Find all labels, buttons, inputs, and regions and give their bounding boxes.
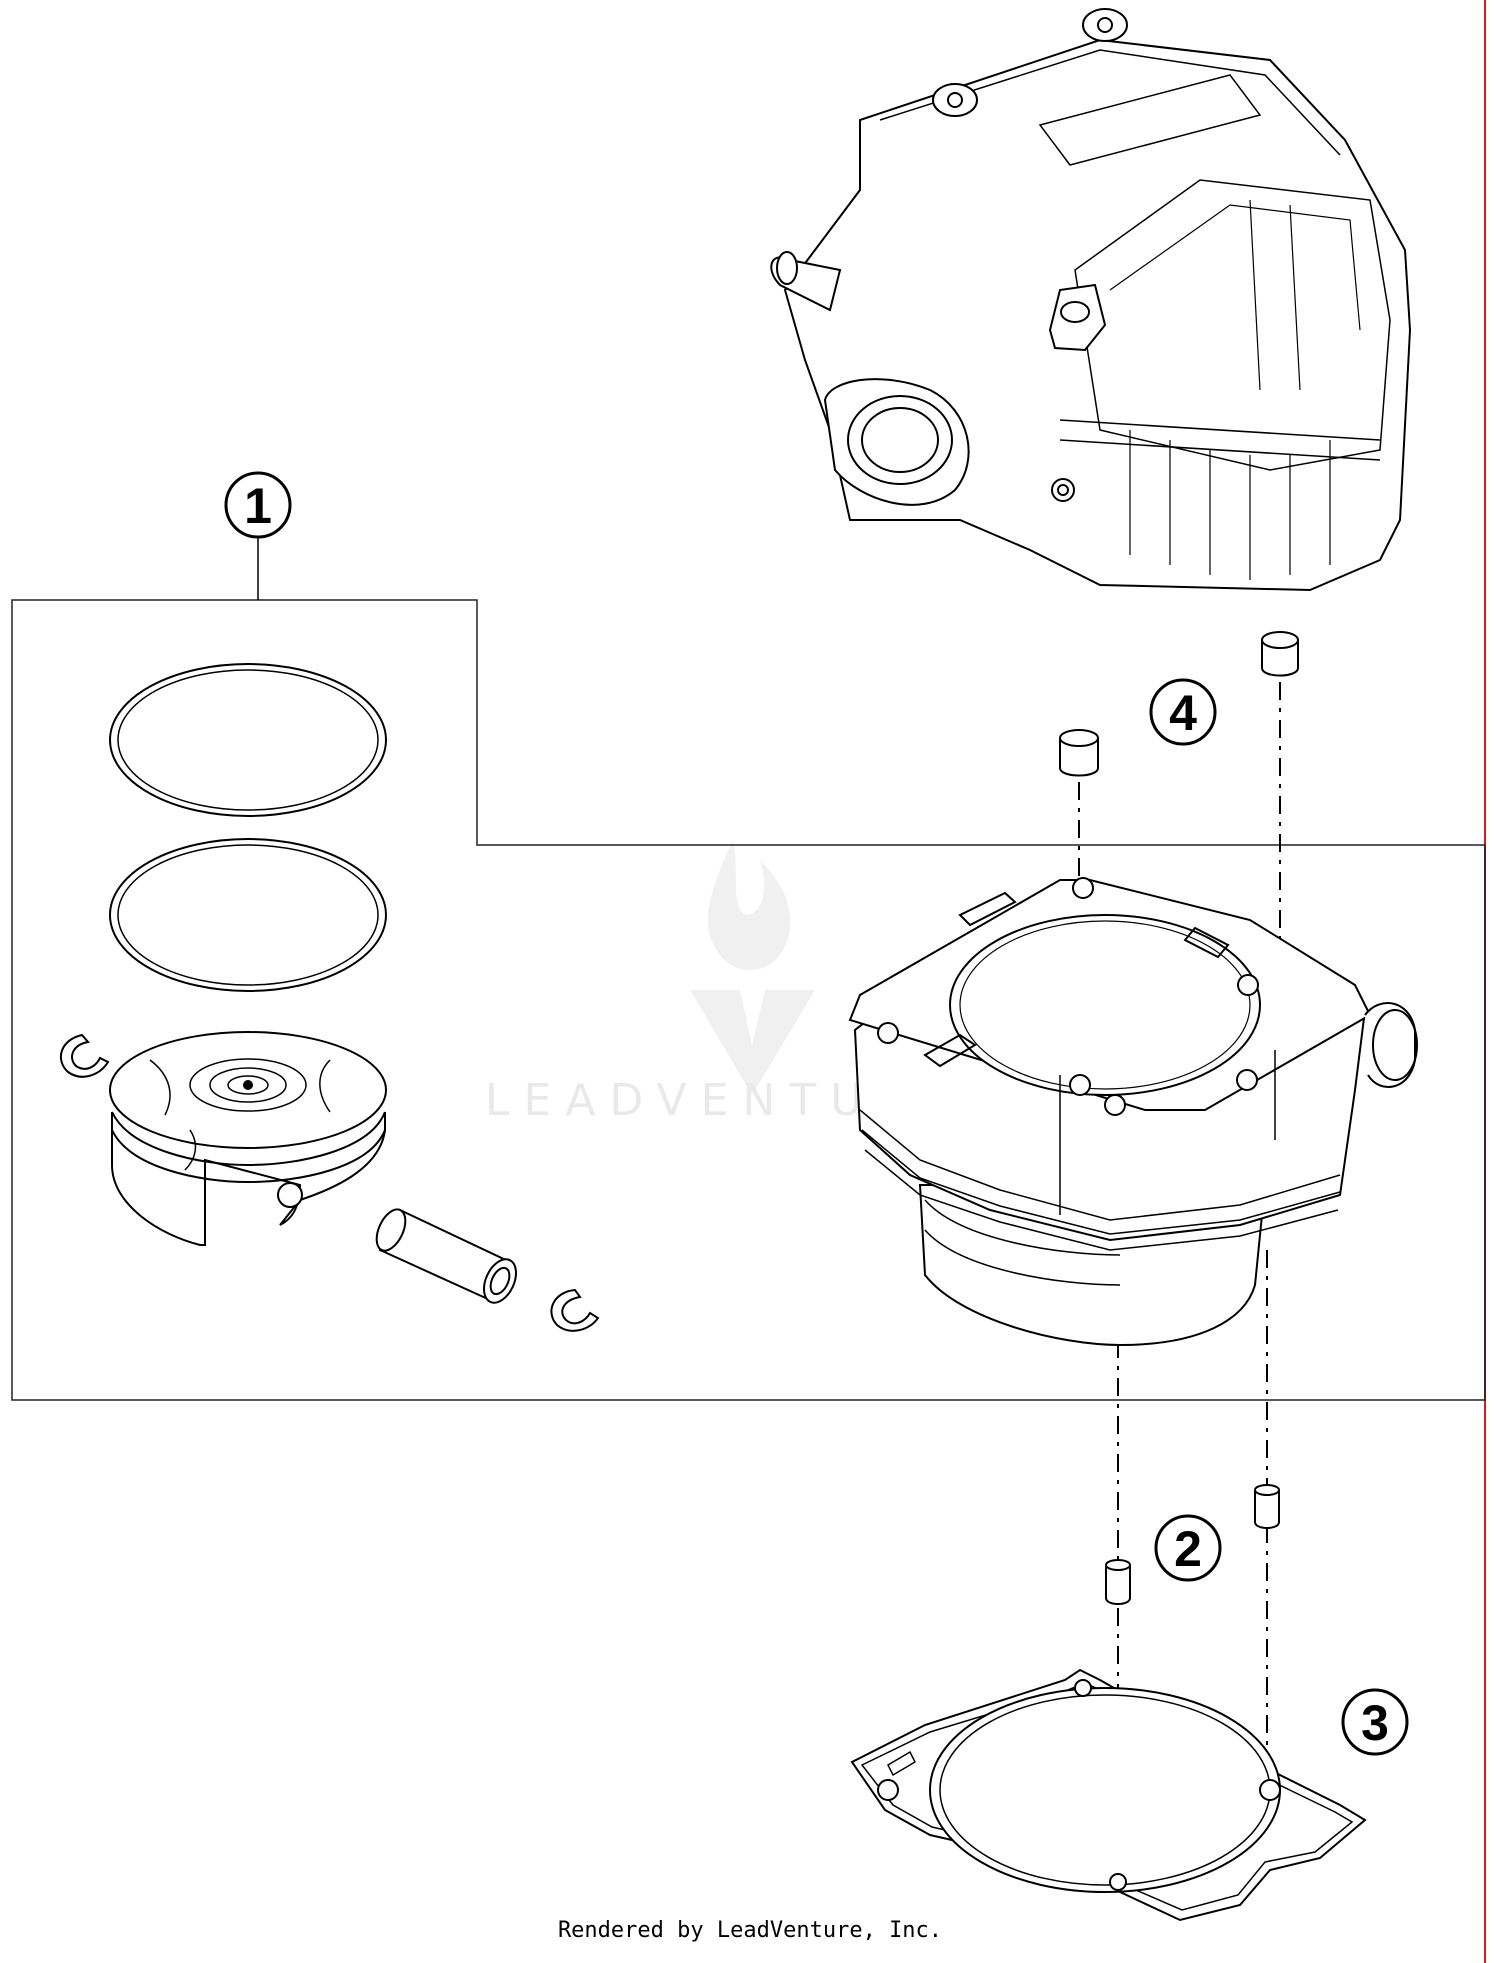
footer-credit: Rendered by LeadVenture, Inc.	[557, 1918, 943, 1943]
dowel-pin-left	[1105, 1559, 1131, 1605]
circlip-left	[59, 1033, 110, 1078]
base-gasket	[850, 1668, 1367, 1922]
callout-3-label: 3	[1361, 1695, 1389, 1751]
cylinder	[848, 877, 1418, 1347]
dowel-sleeve-right	[1261, 631, 1299, 677]
piston-ring-top	[109, 663, 387, 817]
callout-2: 2	[1154, 1514, 1222, 1582]
dowel-pin-right	[1254, 1484, 1280, 1529]
callout-2-label: 2	[1174, 1521, 1202, 1577]
circlip-right	[550, 1288, 600, 1332]
alignment-lines	[1078, 682, 1281, 1842]
piston	[109, 1031, 387, 1246]
callout-1: 1	[224, 471, 292, 539]
callout-1-label: 1	[244, 478, 272, 534]
callout-4-label: 4	[1169, 685, 1197, 741]
callout-1-circle	[224, 471, 292, 539]
dowel-sleeve-left	[1059, 729, 1099, 777]
callout-2-circle	[1154, 1514, 1222, 1582]
callout-4-circle	[1149, 678, 1217, 746]
callout-3-circle	[1341, 1688, 1409, 1756]
cylinder-head	[770, 8, 1412, 592]
piston-pin	[375, 1208, 517, 1304]
callout-4: 4	[1149, 678, 1217, 746]
piston-ring-second	[109, 838, 387, 992]
piston-kit-group-box	[11, 599, 1486, 1401]
callout-3: 3	[1341, 1688, 1409, 1756]
